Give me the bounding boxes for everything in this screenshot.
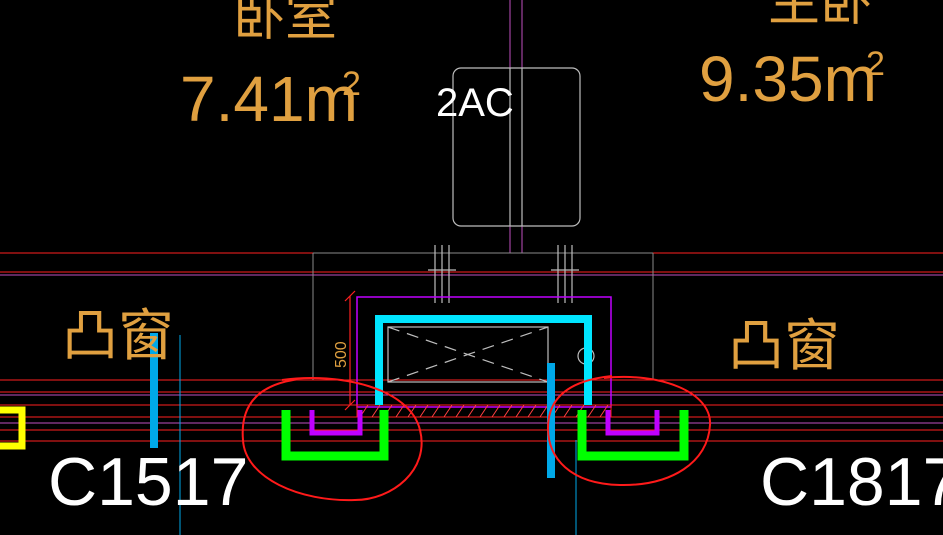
room-left-name: 卧室: [233, 0, 337, 48]
dimension-label: 500: [333, 341, 350, 368]
yellow-fragment: [0, 406, 26, 450]
room-right-name: 主卧: [768, 0, 872, 33]
ac-unit: [452, 67, 581, 227]
grid-lines: [312, 252, 654, 380]
dimension-line: [344, 290, 356, 411]
room-left-area-sup: 2: [342, 65, 361, 103]
ac-tag: 2AC: [436, 81, 514, 125]
bay-right-label: 凸窗: [728, 314, 840, 379]
window-left-label: C1517: [48, 444, 248, 520]
right-profile: [577, 410, 689, 461]
window-right-label: C1817: [760, 444, 943, 520]
cyan-frame: [375, 315, 592, 405]
room-right-area: 9.35m: [699, 43, 877, 115]
blue-posts: [150, 333, 577, 535]
red-annotation-circles: [241, 375, 712, 502]
pipe-ticks: [428, 245, 579, 303]
room-right-area-sup: 2: [866, 45, 885, 83]
bay-left-label: 凸窗: [62, 304, 174, 369]
left-profile: [281, 410, 389, 461]
platform-box: [387, 326, 595, 383]
room-left-area: 7.41m: [180, 63, 358, 135]
bay-frame: [356, 296, 612, 408]
